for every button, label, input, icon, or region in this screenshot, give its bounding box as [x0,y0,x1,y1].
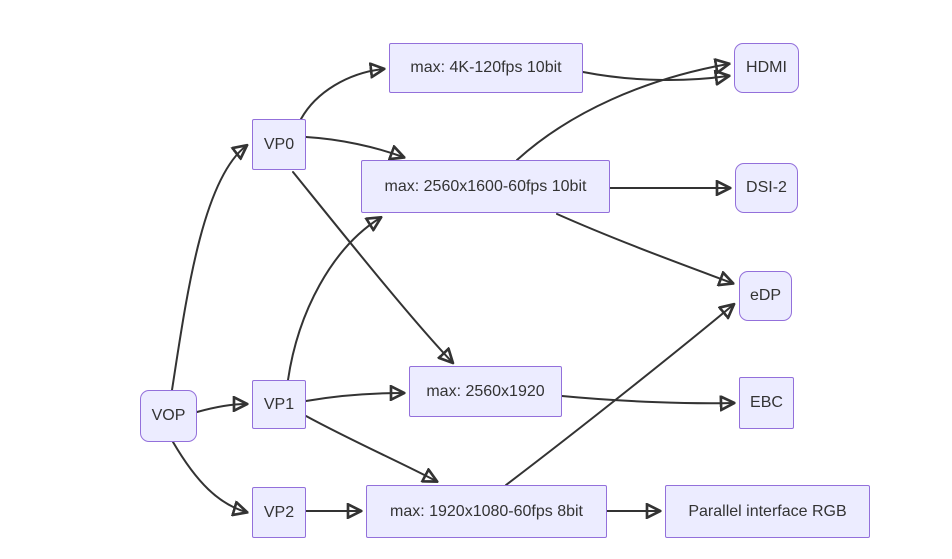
edge-vop-to-vp1 [196,404,246,413]
edge-vp0-to-max-4k [300,69,383,120]
node-vp2-label: VP2 [263,503,295,521]
node-parallel-rgb: Parallel interface RGB [665,485,870,538]
node-max-4k-label: max: 4K-120fps 10bit [410,59,562,76]
edge-max-1920x1080-to-edp [505,305,733,486]
node-max-1920x1080-label: max: 1920x1080-60fps 8bit [389,502,583,520]
node-max-2560x1600-label: max: 2560x1600-60fps 10bit [384,177,587,195]
edge-vp1-to-max-1920x1080 [305,415,436,481]
node-vp1: VP1 [252,380,306,429]
node-max-2560x1920: max: 2560x1920 [409,366,562,417]
edge-vop-to-vp0 [171,146,246,391]
node-max-1920x1080: max: 1920x1080-60fps 8bit [366,485,607,538]
node-vop-label: VOP [151,407,186,424]
node-vp0-label: VP0 [263,135,295,153]
edge-vp1-to-max-2560x1920 [305,393,403,402]
edge-max-4k-to-hdmi [582,72,728,80]
node-max-2560x1600: max: 2560x1600-60fps 10bit [361,160,610,213]
edge-vp1-to-max-2560x1600 [287,218,380,381]
edge-vp0-to-max-2560x1600 [305,136,403,157]
node-dsi2: DSI-2 [735,163,798,213]
node-max-2560x1920-label: max: 2560x1920 [426,382,545,400]
node-edp: eDP [739,271,792,321]
edge-max-2560x1920-to-ebc [561,396,733,403]
node-max-4k: max: 4K-120fps 10bit [389,43,583,93]
node-vp0: VP0 [252,119,306,170]
node-hdmi-label: HDMI [746,59,787,76]
node-vp2: VP2 [252,487,306,538]
node-vop: VOP [140,390,197,442]
edge-vop-to-vp2 [172,441,246,512]
node-edp-label: eDP [749,287,782,304]
edge-max-2560x1600-to-hdmi [516,64,728,161]
node-ebc: EBC [739,377,794,429]
node-ebc-label: EBC [750,394,783,411]
node-hdmi: HDMI [734,43,799,93]
edge-vp0-to-max-2560x1920 [292,171,452,362]
node-vp1-label: VP1 [263,395,295,413]
edge-max-2560x1600-to-edp [556,213,732,283]
node-dsi2-label: DSI-2 [746,179,787,196]
node-parallel-rgb-label: Parallel interface RGB [688,502,847,520]
